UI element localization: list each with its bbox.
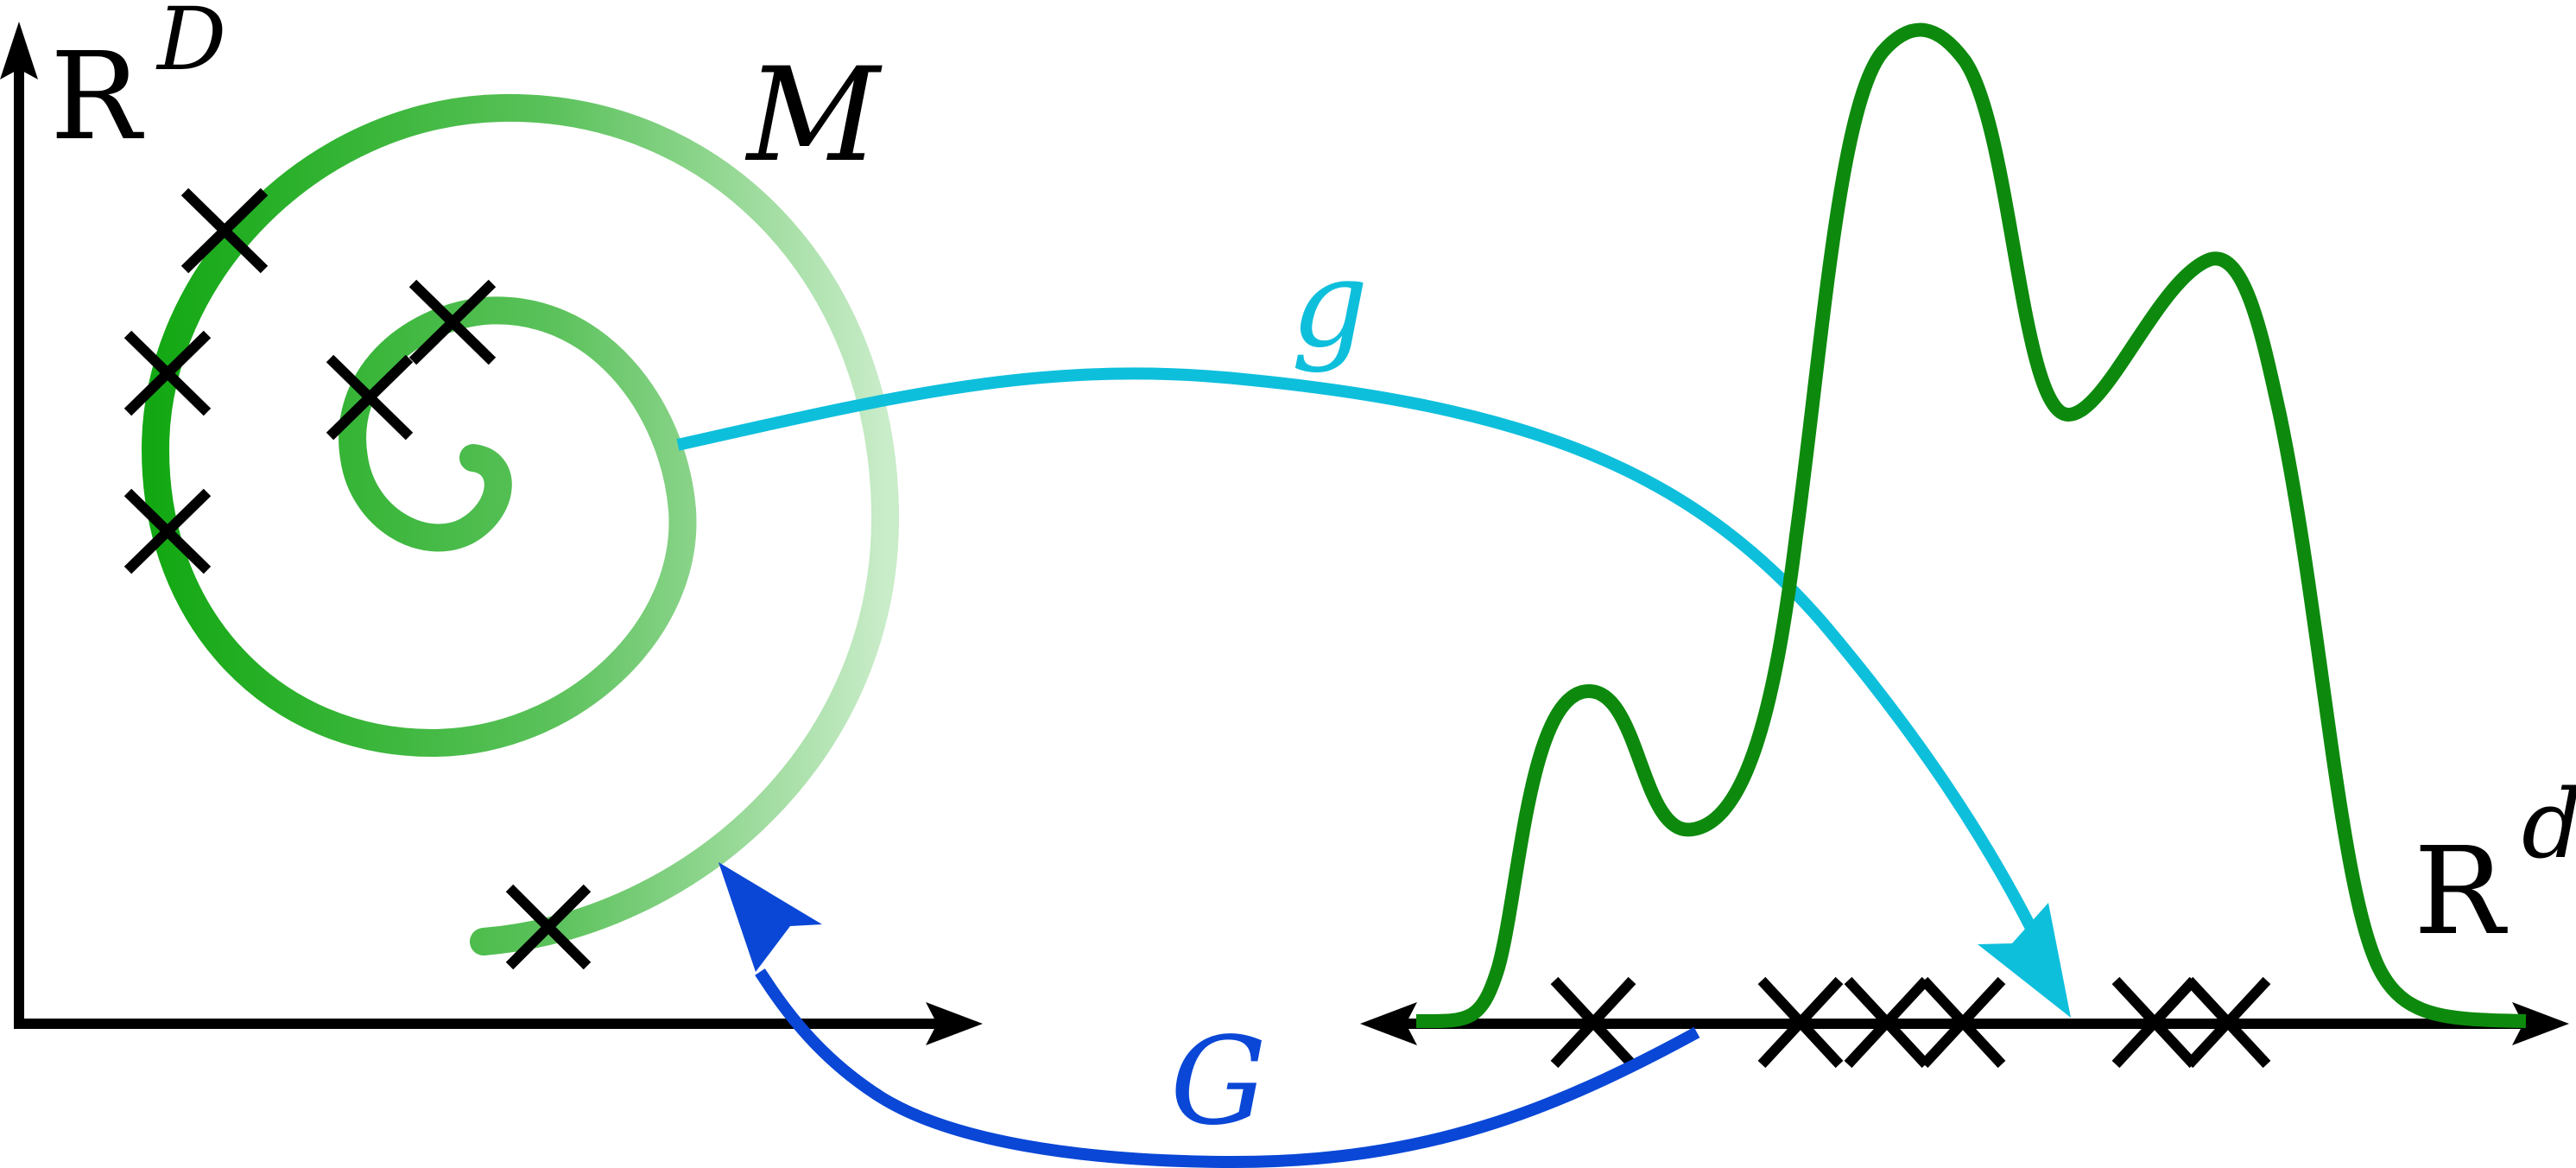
- cross-icon: [326, 354, 414, 441]
- ambient-space-label: R: [50, 27, 144, 168]
- cross-icon: [1920, 976, 2006, 1069]
- decoder-label: G: [1170, 1012, 1267, 1152]
- encoder-arrowhead-icon: [1978, 903, 2071, 1018]
- cross-icon: [1844, 976, 1930, 1069]
- cross-icon: [408, 279, 497, 365]
- latent-dim-label: d: [2522, 769, 2576, 879]
- manifold-samples: [123, 187, 592, 970]
- encoder-arrow: [676, 367, 2071, 1018]
- ambient-dim-label: D: [155, 0, 226, 90]
- latent-density-curve: [1415, 22, 2527, 1029]
- cross-icon: [180, 187, 269, 274]
- latent-right-arrowhead-icon: [2512, 1002, 2569, 1045]
- latent-samples: [1550, 976, 2271, 1069]
- manifold-label: M: [744, 41, 883, 191]
- cross-icon: [123, 488, 212, 574]
- ambient-x-arrowhead-icon: [926, 1002, 983, 1045]
- cross-icon: [1550, 976, 1636, 1069]
- latent-left-arrowhead-icon: [1360, 1002, 1417, 1045]
- cross-icon: [2111, 976, 2198, 1069]
- cross-icon: [123, 330, 212, 416]
- decoder-arrow: [718, 862, 1700, 1168]
- cross-icon: [2185, 976, 2271, 1069]
- decoder-arrowhead-icon: [718, 862, 822, 972]
- manifold-spiral: [141, 93, 900, 955]
- encoder-label: g: [1291, 234, 1369, 375]
- ambient-y-arrowhead-icon: [0, 22, 38, 79]
- cross-icon: [505, 884, 592, 970]
- latent-space-label: R: [2414, 822, 2508, 962]
- cross-icon: [1757, 976, 1844, 1069]
